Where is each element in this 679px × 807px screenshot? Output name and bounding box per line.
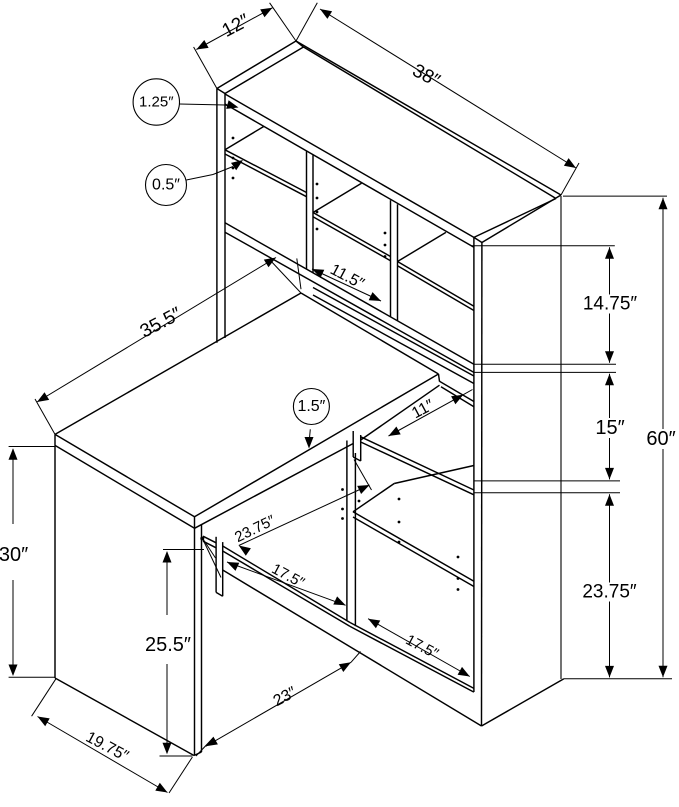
svg-text:15″: 15″ bbox=[595, 417, 624, 439]
svg-text:1.5″: 1.5″ bbox=[297, 398, 325, 415]
svg-text:23.75″: 23.75″ bbox=[582, 582, 637, 603]
svg-text:14.75″: 14.75″ bbox=[583, 294, 638, 315]
svg-text:25.5″: 25.5″ bbox=[145, 634, 191, 656]
svg-text:1.25″: 1.25″ bbox=[139, 94, 174, 111]
svg-text:30″: 30″ bbox=[0, 544, 28, 566]
svg-text:0.5″: 0.5″ bbox=[152, 177, 180, 194]
svg-text:60″: 60″ bbox=[646, 428, 675, 450]
